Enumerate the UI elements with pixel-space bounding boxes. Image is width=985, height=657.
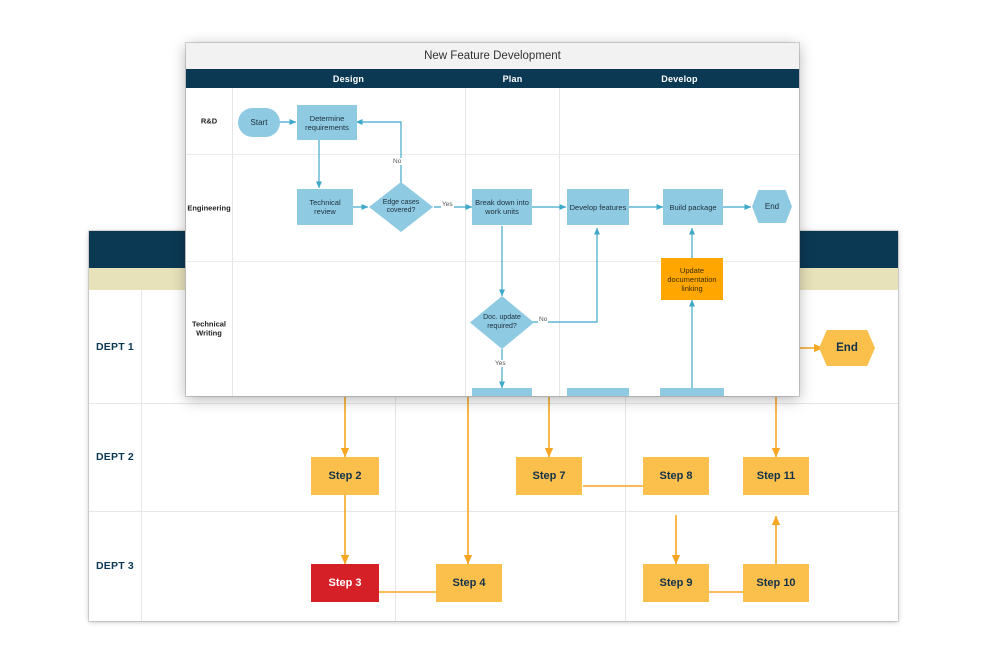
back-node-step7[interactable]: Step 7: [516, 457, 582, 495]
back-node-step9[interactable]: Step 9: [643, 564, 709, 602]
front-column-header-plan: Plan: [466, 69, 559, 88]
front-lane-label-rnd: R&D: [200, 116, 218, 126]
front-node-make-edits[interactable]: Make edits: [567, 388, 629, 396]
back-node-end-label: End: [836, 342, 858, 354]
back-node-step11-label: Step 11: [756, 469, 796, 482]
front-node-update-documentation-linking-label: Update documentation linking: [667, 265, 717, 293]
back-lane-label-dept1: DEPT 1: [96, 340, 134, 353]
front-lane-engineering: Engineering: [186, 154, 799, 262]
back-node-end[interactable]: End: [819, 330, 875, 366]
front-lane-label-tw-line2: Writing: [196, 328, 222, 338]
front-column-header-design: Design: [232, 69, 465, 88]
front-node-edge-cases-covered-label: Edge cases covered?: [382, 198, 420, 214]
back-node-step10-label: Step 10: [756, 576, 796, 589]
front-node-doc-update-required-label: Doc. update required?: [483, 314, 521, 330]
back-node-step2-label: Step 2: [328, 469, 362, 482]
front-edge-label-no-edge-cases: No: [392, 158, 403, 165]
back-column-divider-1: [395, 290, 396, 621]
front-node-technical-review-label: Technical review: [309, 198, 341, 216]
back-node-step7-label: Step 7: [532, 469, 566, 482]
front-node-edge-cases-covered[interactable]: Edge cases covered?: [369, 182, 433, 232]
front-column-header-develop: Develop: [560, 69, 799, 88]
front-lane-label-engineering: Engineering: [187, 202, 231, 212]
front-edge-label-yes-doc: Yes: [494, 360, 507, 367]
front-node-technical-review[interactable]: Technical review: [297, 189, 353, 225]
front-node-determine-requirements-label: Determine requirements: [305, 113, 349, 132]
front-node-start[interactable]: Start: [238, 108, 280, 137]
back-node-step8-label: Step 8: [659, 469, 693, 482]
front-column-divider-1: [465, 88, 466, 396]
back-node-step3[interactable]: Step 3: [311, 564, 379, 602]
front-node-determine-requirements[interactable]: Determine requirements: [297, 105, 357, 140]
front-lane-area: R&D Engineering Technical Writing: [186, 88, 799, 396]
back-node-step10[interactable]: Step 10: [743, 564, 809, 602]
front-node-doc-update-required[interactable]: Doc. update required?: [470, 296, 534, 349]
front-diagram-title: New Feature Development: [186, 43, 799, 70]
back-node-step3-label: Step 3: [328, 576, 362, 589]
back-column-divider-0: [141, 290, 142, 621]
front-column-header-design-label: Design: [332, 73, 365, 84]
front-node-update-content-mgmt-system[interactable]: Update content mgmt. system: [660, 388, 724, 396]
front-edge-label-yes-edge-cases: Yes: [441, 201, 454, 208]
front-lane-rnd: R&D: [186, 88, 799, 155]
back-node-step8[interactable]: Step 8: [643, 457, 709, 495]
front-edge-label-no-doc: No: [538, 316, 549, 323]
front-node-end[interactable]: End: [752, 190, 792, 223]
front-lane-label-technical-writing: Technical Writing: [186, 319, 232, 338]
front-node-build-package-label: Build package: [669, 202, 717, 212]
back-lane-label-dept2: DEPT 2: [96, 451, 134, 463]
front-node-update-documentation-linking[interactable]: Update documentation linking: [661, 258, 723, 300]
foreground-swimlane-diagram[interactable]: New Feature Development Design Plan Deve…: [186, 43, 799, 396]
back-node-step4-label: Step 4: [452, 576, 486, 589]
back-lane-dept3: DEPT 3: [89, 511, 898, 621]
front-column-header-row: Design Plan Develop: [186, 69, 799, 88]
front-node-end-label: End: [764, 202, 780, 211]
back-lane-label-dept3: DEPT 3: [96, 560, 134, 572]
front-node-build-package[interactable]: Build package: [663, 189, 723, 225]
back-node-step11[interactable]: Step 11: [743, 457, 809, 495]
front-lane-label-tw-line1: Technical: [191, 319, 227, 329]
front-node-develop-features-label: Develop features: [569, 202, 627, 212]
back-lane-dept2: DEPT 2: [89, 403, 898, 512]
front-title-text: New Feature Development: [424, 50, 561, 62]
back-node-step4[interactable]: Step 4: [436, 564, 502, 602]
front-node-start-label: Start: [250, 118, 268, 127]
front-lane-technical-writing: Technical Writing: [186, 261, 799, 396]
front-node-break-down-technical-writing[interactable]: Break down into work units: [472, 388, 532, 396]
front-column-header-plan-label: Plan: [502, 73, 523, 84]
back-node-step2[interactable]: Step 2: [311, 457, 379, 495]
back-column-divider-2: [625, 290, 626, 621]
front-node-break-down-engineering-label: Break down into work units: [475, 198, 529, 216]
front-node-develop-features[interactable]: Develop features: [567, 189, 629, 225]
front-column-header-develop-label: Develop: [661, 73, 698, 84]
back-lane-dept1: DEPT 1: [89, 290, 898, 404]
front-node-break-down-engineering[interactable]: Break down into work units: [472, 189, 532, 225]
back-node-step9-label: Step 9: [659, 576, 693, 589]
front-column-divider-0: [232, 88, 233, 396]
